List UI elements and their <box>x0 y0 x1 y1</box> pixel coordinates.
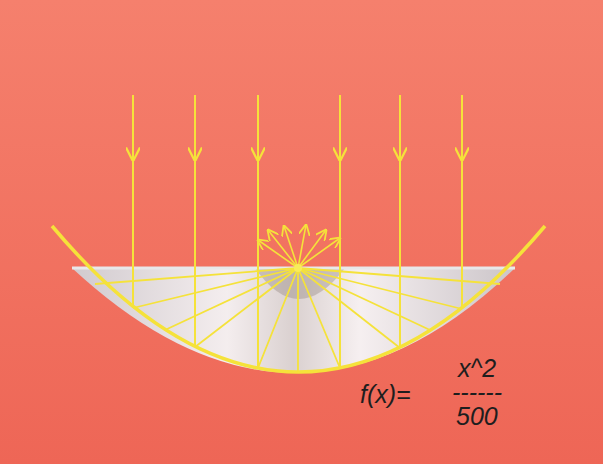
focus-point <box>294 264 302 272</box>
dish-body <box>72 268 515 373</box>
formula-lhs: f(x)= <box>360 382 411 407</box>
formula-denominator: 500 <box>456 404 498 429</box>
focus-radiation <box>258 225 340 268</box>
formula-fraction-bar: ------ <box>452 380 502 405</box>
reflected-rays <box>95 268 500 372</box>
parabola-curve <box>52 226 545 372</box>
formula-numerator: x^2 <box>458 356 496 381</box>
